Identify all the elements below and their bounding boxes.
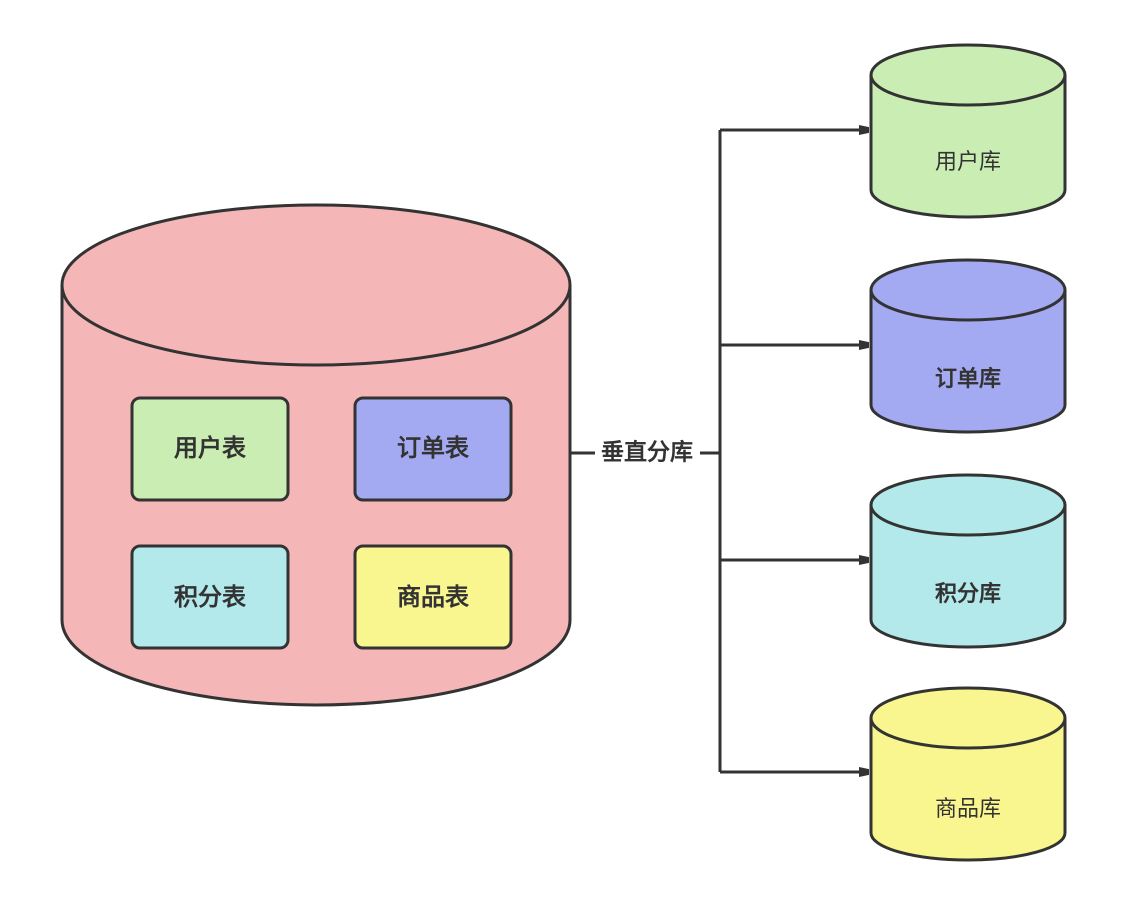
target-db-order: 订单库 — [869, 258, 1067, 434]
table-points-label: 积分表 — [174, 583, 247, 611]
target-db-product: 商品库 — [869, 686, 1067, 862]
target-db-body — [869, 290, 1067, 434]
target-db-user: 用户库 — [869, 43, 1067, 219]
target-db-product-label: 商品库 — [935, 797, 1001, 822]
target-db-user-label: 用户库 — [935, 150, 1001, 175]
table-user: 用户表 — [130, 396, 290, 502]
table-box — [130, 544, 290, 650]
target-db-top — [869, 43, 1067, 107]
table-points: 积分表 — [130, 544, 290, 650]
target-db-order-label: 订单库 — [935, 367, 1001, 392]
split-label: 垂直分库 — [601, 439, 693, 466]
target-db-top — [869, 473, 1067, 537]
table-product-label: 商品表 — [397, 583, 470, 611]
target-db-body — [869, 718, 1067, 862]
target-db-top — [869, 686, 1067, 750]
target-db-points-label: 积分库 — [935, 582, 1001, 607]
table-product: 商品表 — [353, 544, 513, 650]
table-box — [130, 396, 290, 502]
target-db-body — [869, 505, 1067, 649]
table-order: 订单表 — [353, 396, 513, 502]
target-db-body — [869, 75, 1067, 219]
table-box — [353, 544, 513, 650]
table-box — [353, 396, 513, 502]
table-user-label: 用户表 — [174, 434, 247, 462]
table-order-label: 订单表 — [397, 434, 470, 462]
target-db-points: 积分库 — [869, 473, 1067, 649]
source-db-top — [60, 203, 572, 367]
target-db-top — [869, 258, 1067, 322]
